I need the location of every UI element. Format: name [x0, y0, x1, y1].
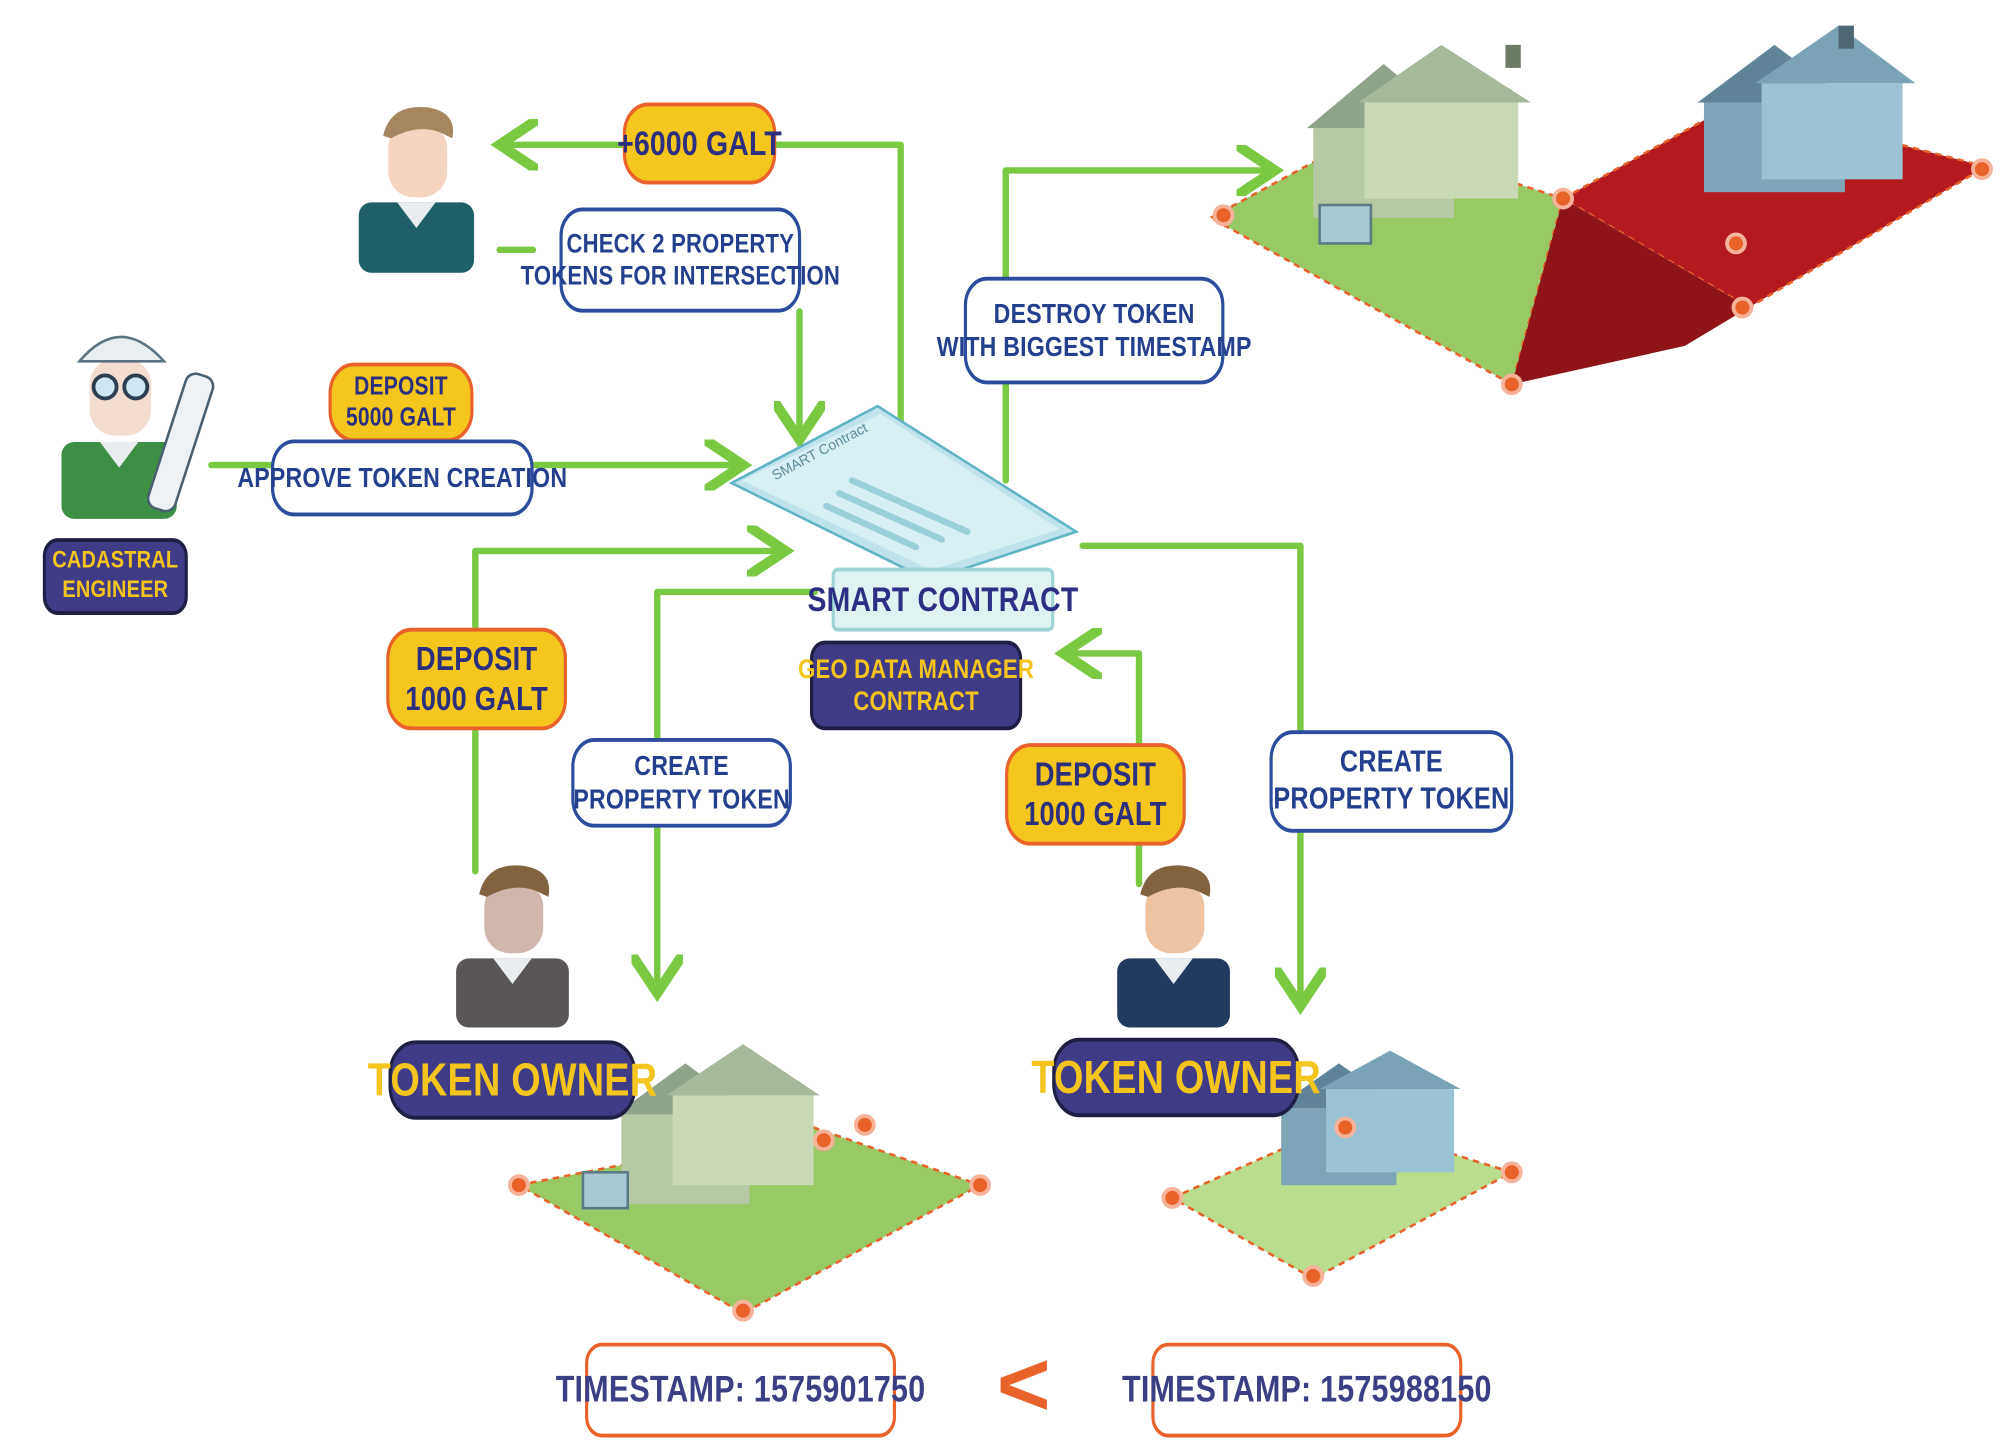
timestamp-left-box: TIMESTAMP: 1575901750	[556, 1342, 925, 1438]
reward-badge: +6000 GALT	[617, 102, 782, 185]
timestamp-right-box: TIMESTAMP: 1575988150	[1122, 1342, 1491, 1438]
reward-text: +6000 GALT	[617, 124, 782, 163]
create-left-line-2: PROPERTY TOKEN	[573, 782, 790, 815]
create-right-line-1: CREATE	[1339, 744, 1443, 780]
create-left-line-1: CREATE	[634, 749, 729, 782]
create-right-arrow	[1079, 542, 1301, 1000]
check-intersection-box: CHECK 2 PROPERTY TOKENS FOR INTERSECTION	[521, 207, 840, 313]
deposit-left-arrow	[472, 551, 779, 875]
person-icon	[1117, 865, 1230, 1028]
engineer-line-2: ENGINEER	[62, 576, 169, 604]
create-left-arrow	[657, 588, 819, 987]
smart-contract-label: SMART CONTRACT	[808, 567, 1078, 632]
token-owner-right-label: TOKEN OWNER	[1031, 1037, 1321, 1118]
document-icon: SMART Contract	[728, 404, 1080, 582]
geo-line-1: GEO DATA MANAGER	[798, 654, 1034, 684]
create-token-left-box: CREATE PROPERTY TOKEN	[571, 737, 792, 828]
deposit-left-badge: DEPOSIT 1000 GALT	[386, 627, 567, 731]
person-icon	[456, 865, 569, 1028]
owner-left-text: TOKEN OWNER	[367, 1053, 658, 1107]
timestamp-left-text: TIMESTAMP: 1575901750	[555, 1369, 926, 1411]
deposit-right-line-2: 1000 GALT	[1024, 794, 1167, 833]
deposit-right-line-1: DEPOSIT	[1034, 754, 1157, 793]
house-parcel-icon	[1161, 1050, 1523, 1287]
less-than-sign: <	[996, 1333, 1051, 1437]
approve-token-box: APPROVE TOKEN CREATION	[237, 439, 567, 517]
deposit-left-line-1: DEPOSIT	[415, 639, 538, 678]
deposit-left-line-2: 1000 GALT	[405, 679, 548, 718]
check-line-2: TOKENS FOR INTERSECTION	[520, 261, 841, 291]
geo-data-manager-label: GEO DATA MANAGER CONTRACT	[798, 640, 1034, 731]
token-owner-left-label: TOKEN OWNER	[368, 1040, 657, 1120]
destroy-line-2: WITH BIGGEST TIMESTAMP	[936, 330, 1252, 363]
destroy-line-1: DESTROY TOKEN	[993, 296, 1195, 329]
deposit-engineer-line-2: 5000 GALT	[345, 403, 457, 432]
engineer-line-1: CADASTRAL	[52, 547, 179, 575]
check-line-1: CHECK 2 PROPERTY	[566, 229, 795, 259]
owner-right-text: TOKEN OWNER	[1031, 1051, 1321, 1104]
cadastral-engineer-label: CADASTRAL ENGINEER	[42, 538, 188, 615]
engineer-icon	[61, 335, 215, 519]
create-token-right-box: CREATE PROPERTY TOKEN	[1269, 730, 1514, 833]
geo-line-2: CONTRACT	[853, 686, 979, 717]
house-parcel-icon	[507, 1044, 992, 1322]
person-icon	[358, 106, 475, 273]
deposit-right-badge: DEPOSIT 1000 GALT	[1005, 743, 1186, 846]
create-right-line-2: PROPERTY TOKEN	[1273, 781, 1510, 817]
smart-contract-text: SMART CONTRACT	[807, 580, 1079, 619]
destroy-token-box: DESTROY TOKEN WITH BIGGEST TIMESTAMP	[937, 276, 1251, 385]
timestamp-right-text: TIMESTAMP: 1575988150	[1122, 1369, 1492, 1411]
deposit-engineer-line-1: DEPOSIT	[354, 372, 448, 402]
house-parcel-icon	[1208, 25, 1993, 396]
approve-text: APPROVE TOKEN CREATION	[237, 460, 568, 494]
deposit-engineer-badge: DEPOSIT 5000 GALT	[328, 362, 474, 443]
